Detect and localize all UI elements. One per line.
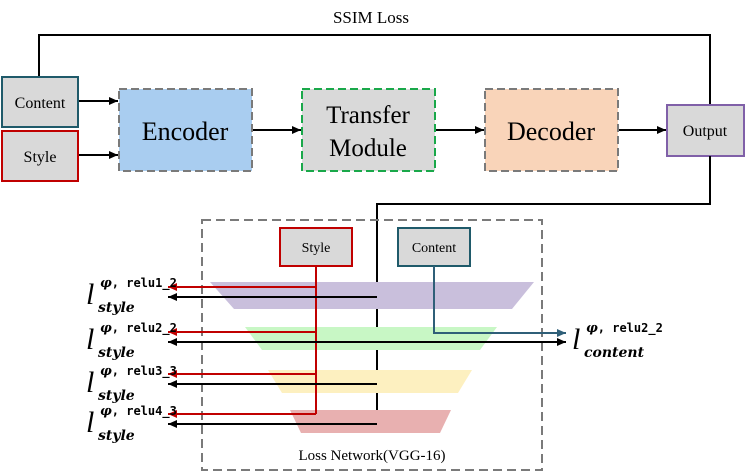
content-loss-relu2: l φ, relu2_2 content: [572, 321, 663, 361]
encoder-label: Encoder: [142, 117, 229, 146]
loss-content-label: Content: [412, 241, 456, 256]
loss-symbol: l: [86, 323, 95, 356]
content-input-box: [1, 76, 79, 128]
loss-subscript: style: [98, 345, 135, 361]
encoder-block: [118, 88, 253, 172]
vgg-layer-4: [290, 410, 451, 433]
ssim-loss-line: [38, 34, 711, 110]
decoder-block: [484, 88, 619, 172]
loss-symbol: l: [86, 406, 95, 439]
loss-symbol: l: [572, 323, 581, 356]
loss-content-box: [397, 227, 471, 267]
loss-superscript: φ, relu2_2: [100, 321, 177, 336]
loss-subscript: style: [98, 388, 135, 404]
loss-symbol: l: [86, 278, 95, 311]
transfer-label-line1: Transfer: [326, 102, 410, 129]
output-label: Output: [683, 123, 728, 140]
loss-style-label: Style: [302, 241, 331, 256]
decoder-label: Decoder: [507, 117, 595, 146]
style-input-label: Style: [24, 149, 57, 166]
output-box: [666, 104, 745, 157]
loss-superscript: φ, relu4_3: [100, 404, 177, 419]
loss-subscript: style: [98, 300, 135, 316]
loss-superscript: φ, relu3_3: [100, 364, 177, 379]
loss-superscript: φ, relu2_2: [586, 321, 663, 336]
loss-subscript: style: [98, 428, 135, 444]
vgg-layer-3: [268, 370, 472, 393]
transfer-module-block: [301, 88, 436, 172]
loss-network-label: Loss Network(VGG-16): [298, 448, 445, 464]
style-loss-relu2: l φ, relu2_2 style: [86, 321, 177, 361]
style-loss-relu3: l φ, relu3_3 style: [86, 364, 177, 404]
style-input-box: [1, 130, 79, 182]
ssim-loss-label: SSIM Loss: [333, 8, 409, 27]
style-loss-relu4: l φ, relu4_3 style: [86, 404, 177, 444]
loss-superscript: φ, relu1_2: [100, 276, 177, 291]
loss-network-frame: [201, 219, 543, 471]
transfer-label-line2: Module: [329, 135, 407, 162]
vgg-layer-2: [245, 327, 497, 350]
content-arrow: [433, 266, 566, 337]
loss-subscript: content: [584, 345, 645, 361]
style-loss-relu1: l φ, relu1_2 style: [86, 276, 177, 316]
content-input-label: Content: [15, 95, 66, 112]
vgg-layer-1: [210, 282, 534, 309]
loss-symbol: l: [86, 366, 95, 399]
